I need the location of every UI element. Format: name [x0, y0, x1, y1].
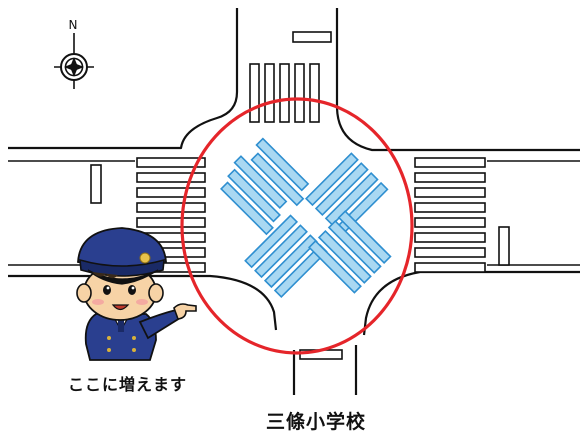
- road-edge-northwest: [8, 8, 239, 150]
- lane-markings: [90, 31, 510, 266]
- road-edge-southeast: [362, 270, 580, 336]
- highlight-circle: [180, 97, 414, 355]
- scramble-crossing: [220, 137, 392, 298]
- median-east: [498, 226, 510, 266]
- road-edge-northeast: [335, 8, 580, 152]
- crosswalk-west: [136, 157, 206, 273]
- compass-north-label: N: [69, 18, 78, 32]
- school-label: 三條小学校: [266, 411, 367, 433]
- road-edge-southwest: [8, 274, 278, 331]
- median-west: [90, 164, 102, 204]
- diagonal-stripes-sw: [244, 214, 328, 298]
- diagonal-stripes-nw: [220, 137, 310, 236]
- median-north: [292, 31, 332, 43]
- crosswalk-north: [249, 63, 320, 123]
- police-officer-pointing-icon: [76, 227, 197, 361]
- diagonal-stripes-se: [308, 210, 392, 294]
- crosswalk-east: [414, 157, 486, 273]
- officer-caption: ここに増えます: [68, 375, 188, 394]
- compass-rose-icon: N: [54, 18, 94, 89]
